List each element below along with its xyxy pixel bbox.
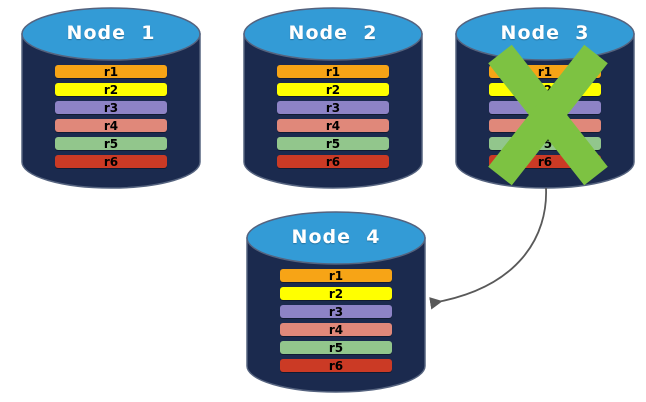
node-2-row-r3[interactable]: r3: [277, 101, 389, 114]
node-2-title: Node 2: [288, 22, 378, 44]
node-1-row-r6[interactable]: r6: [55, 155, 167, 168]
node-4-title: Node 4: [291, 226, 381, 248]
node-4-row-r3[interactable]: r3: [280, 305, 392, 318]
node-1[interactable]: Node 1 r1 r2 r3 r4 r5 r6: [21, 7, 201, 189]
node-4-row-r6[interactable]: r6: [280, 359, 392, 372]
node-4-row-r1[interactable]: r1: [280, 269, 392, 282]
node-2-row-r1[interactable]: r1: [277, 65, 389, 78]
node-3[interactable]: Node 3r1r2r3r4r5r6: [455, 7, 635, 189]
node-4-row-r4[interactable]: r4: [280, 323, 392, 336]
node-1-row-r5[interactable]: r5: [55, 137, 167, 150]
node-2-row-r6[interactable]: r6: [277, 155, 389, 168]
node-2-row-r5[interactable]: r5: [277, 137, 389, 150]
node-3-title: Node 3: [500, 22, 590, 44]
node-2[interactable]: Node 2 r1 r2 r3 r4 r5 r6: [243, 7, 423, 189]
node-1-row-r1[interactable]: r1: [55, 65, 167, 78]
node-2-row-r4[interactable]: r4: [277, 119, 389, 132]
node-4[interactable]: Node 4 r1 r2 r3 r4 r5 r6: [246, 211, 426, 393]
node-4-row-r5[interactable]: r5: [280, 341, 392, 354]
failure-x-icon: [488, 44, 608, 186]
node-1-row-r2[interactable]: r2: [55, 83, 167, 96]
node-1-row-r3[interactable]: r3: [55, 101, 167, 114]
node-1-row-r4[interactable]: r4: [55, 119, 167, 132]
node-4-row-r2[interactable]: r2: [280, 287, 392, 300]
node-1-title: Node 1: [66, 22, 156, 44]
node-2-row-r2[interactable]: r2: [277, 83, 389, 96]
